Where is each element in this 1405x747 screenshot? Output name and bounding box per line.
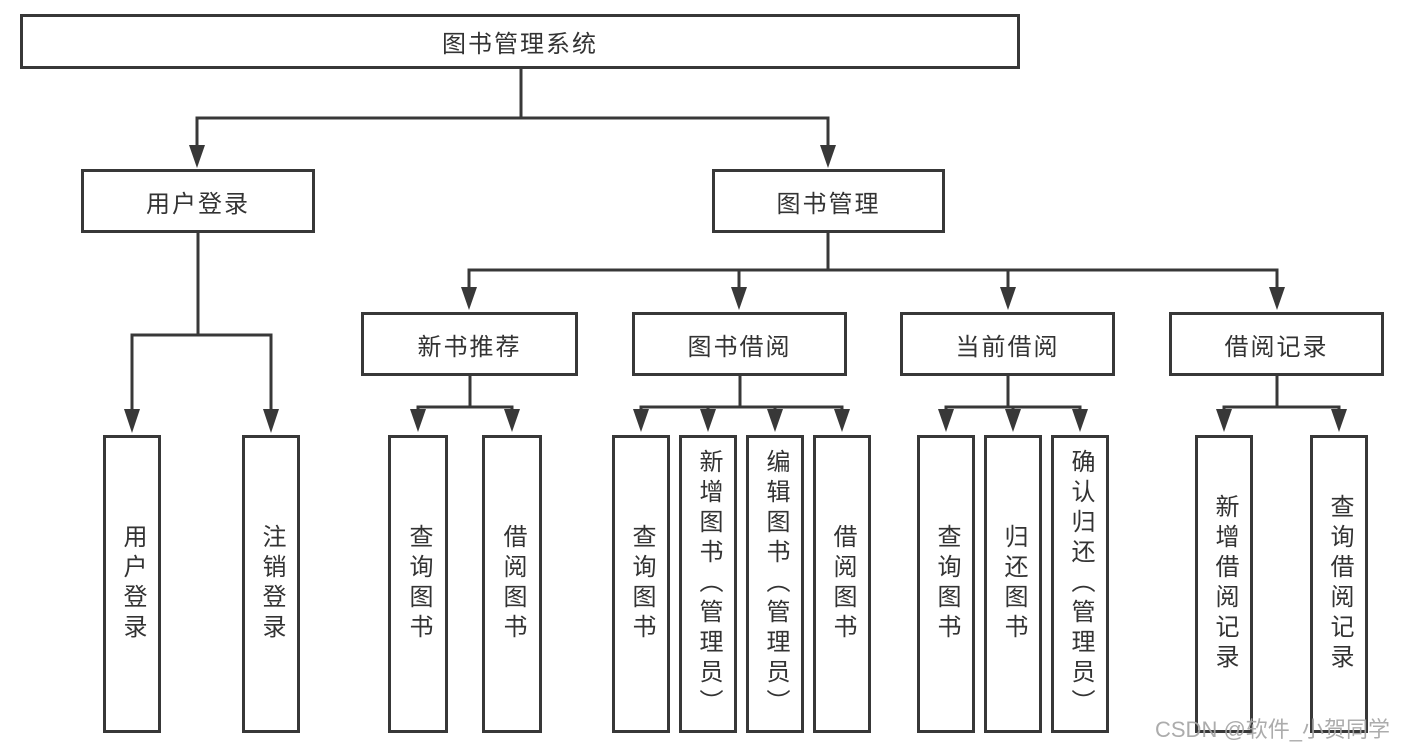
node-label: 新增借阅记录 [1211,494,1238,674]
connector-user-login-children [124,233,279,433]
leaf-query-borrow-record: 查询借阅记录 [1310,435,1368,733]
node-book-management: 图书管理 [712,169,945,233]
leaf-user-login: 用户登录 [103,435,161,733]
node-label: 编辑图书（管理员） [762,449,789,719]
leaf-query-books-recommend: 查询图书 [388,435,448,733]
node-label: 查询图书 [933,524,960,644]
node-label: 当前借阅 [955,333,1060,361]
node-label: 图书借阅 [687,333,792,361]
node-current-borrow: 当前借阅 [900,312,1115,376]
node-user-login: 用户登录 [81,169,315,233]
connector-book-management-children [461,233,1285,310]
leaf-confirm-return-admin: 确认归还（管理员） [1051,435,1109,733]
node-library-management-system: 图书管理系统 [20,14,1020,69]
node-label: 归还图书 [1000,524,1027,644]
node-label: 图书管理 [776,190,881,218]
leaf-query-books: 查询图书 [612,435,670,733]
node-label: 查询图书 [405,524,432,644]
connector-book-borrow-children [633,376,850,432]
connector-root-to-level2 [189,69,836,168]
connector-current-borrow-children [938,376,1088,432]
leaf-logout: 注销登录 [242,435,300,733]
node-label: 借阅图书 [499,524,526,644]
node-label: 图书管理系统 [442,31,598,58]
node-label: 确认归还（管理员） [1067,449,1094,719]
node-label: 查询图书 [628,524,655,644]
node-label: 新书推荐 [417,333,522,361]
node-label: 注销登录 [258,524,285,644]
node-label: 借阅图书 [829,524,856,644]
node-book-borrow: 图书借阅 [632,312,847,376]
node-label: 新增图书（管理员） [695,449,722,719]
node-label: 用户登录 [146,190,250,218]
leaf-borrow-books: 借阅图书 [813,435,871,733]
leaf-borrow-books-recommend: 借阅图书 [482,435,542,733]
node-label: 借阅记录 [1224,333,1329,361]
connector-new-book-recommend-children [410,376,520,432]
csdn-watermark: CSDN @软件_小贺同学 [1155,717,1391,742]
connector-borrow-records-children [1216,376,1347,432]
leaf-edit-books-admin: 编辑图书（管理员） [746,435,804,733]
leaf-add-books-admin: 新增图书（管理员） [679,435,737,733]
leaf-add-borrow-record: 新增借阅记录 [1195,435,1253,733]
node-new-book-recommend: 新书推荐 [361,312,578,376]
node-label: 用户登录 [119,524,146,644]
node-borrow-records: 借阅记录 [1169,312,1384,376]
node-label: 查询借阅记录 [1326,494,1353,674]
leaf-query-books-current: 查询图书 [917,435,975,733]
leaf-return-books: 归还图书 [984,435,1042,733]
